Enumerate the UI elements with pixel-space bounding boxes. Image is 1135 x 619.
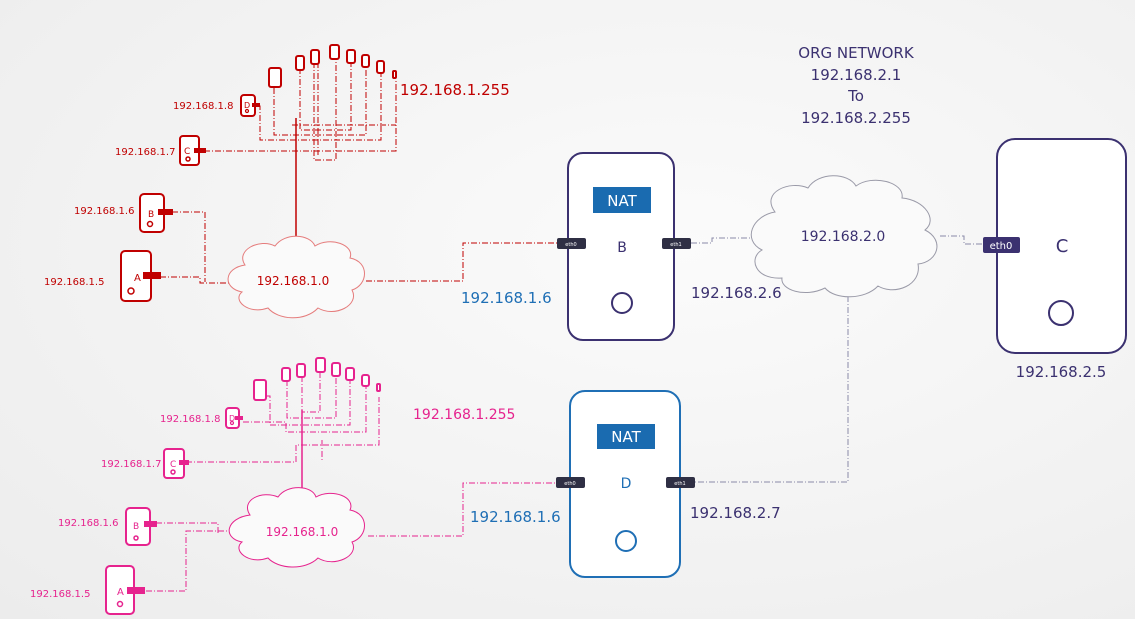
bottom-device-b-ip: 192.168.1.6 xyxy=(58,518,118,529)
router-b-eth1-label: eth1 xyxy=(670,242,681,248)
top-broadcast-ip: 192.168.1.255 xyxy=(400,81,510,99)
bottom-lan xyxy=(146,368,557,592)
bottom-broadcast-ip: 192.168.1.255 xyxy=(413,407,515,423)
top-device-c: C xyxy=(179,135,206,166)
router-d-nat-badge xyxy=(597,424,655,449)
wire-bot-a xyxy=(146,530,238,592)
wire-bot-g xyxy=(301,368,321,413)
wire-bot-f xyxy=(286,370,337,419)
org-wires xyxy=(691,235,985,483)
bottom-device-a-letter: A xyxy=(117,587,124,598)
wire-bot-d xyxy=(243,385,367,433)
server-c-indicator xyxy=(1048,300,1074,326)
bottom-device-c: C xyxy=(163,448,189,479)
cloud-top-lan xyxy=(227,235,365,319)
top-device-a-letter: A xyxy=(134,273,141,284)
router-b-nat-label: NAT xyxy=(607,192,637,210)
top-device-b-ip: 192.168.1.6 xyxy=(74,206,134,217)
router-d-lan-ip: 192.168.1.6 xyxy=(470,508,561,526)
router-b-indicator xyxy=(611,292,633,314)
org-network-title: ORG NETWORK xyxy=(798,44,915,62)
router-b-eth1-port xyxy=(662,238,691,249)
bottom-device-c-letter: C xyxy=(170,460,176,470)
top-device-a: A xyxy=(120,250,161,302)
wire-org-c xyxy=(940,235,985,245)
top-device-d: D xyxy=(240,94,260,117)
wire-bot-b xyxy=(156,522,219,535)
bottom-device-b: B xyxy=(125,507,157,546)
bottom-device-a: A xyxy=(105,565,145,615)
router-d-wan-ip: 192.168.2.7 xyxy=(690,504,781,522)
wire-bot-e xyxy=(266,377,351,426)
top-lan xyxy=(160,57,559,284)
wire-org-d xyxy=(695,296,849,483)
cloud-bottom-lan xyxy=(228,487,365,568)
top-device-b: B xyxy=(139,193,173,233)
server-c-ip: 192.168.2.5 xyxy=(1016,363,1107,381)
bottom-device-d-ip: 192.168.1.8 xyxy=(160,414,220,425)
wire-top-a xyxy=(160,276,232,284)
router-d-eth1-label: eth1 xyxy=(674,481,685,487)
bottom-device-a-ip: 192.168.1.5 xyxy=(30,589,90,600)
server-c-eth0-label: eth0 xyxy=(990,241,1013,252)
top-phone-arc xyxy=(268,44,397,88)
wire-bot-c xyxy=(186,397,380,463)
top-device-d-ip: 192.168.1.8 xyxy=(173,101,233,112)
cloud-top-lan-label: 192.168.1.0 xyxy=(257,274,330,288)
wire-bot-cloud-nat xyxy=(368,482,557,537)
org-network-range-end: 192.168.2.255 xyxy=(801,109,911,127)
router-b-eth0-port xyxy=(557,238,586,249)
top-device-c-ip: 192.168.1.7 xyxy=(115,147,175,158)
server-c-letter: C xyxy=(1056,236,1069,257)
router-d-eth0-port xyxy=(556,477,585,488)
wire-b-org xyxy=(691,237,756,244)
wire-top-cloud-nat xyxy=(366,242,559,282)
wire-top-f xyxy=(299,61,352,131)
router-b-lan-ip: 192.168.1.6 xyxy=(461,289,552,307)
server-c-eth0-port xyxy=(983,237,1020,253)
bottom-device-b-letter: B xyxy=(133,522,139,532)
wire-top-c xyxy=(204,80,397,152)
wire-top-g xyxy=(313,57,337,161)
wire-top-b xyxy=(172,211,206,282)
router-d-eth1-port xyxy=(666,477,695,488)
top-device-b-letter: B xyxy=(148,210,154,220)
router-d-nat-label: NAT xyxy=(611,428,641,446)
top-device-c-letter: C xyxy=(184,147,190,157)
router-b-nat-badge xyxy=(593,187,651,213)
wire-top-e xyxy=(273,67,367,136)
bottom-device-c-ip: 192.168.1.7 xyxy=(101,459,161,470)
router-d-eth0-label: eth0 xyxy=(564,481,575,487)
top-device-a-ip: 192.168.1.5 xyxy=(44,277,104,288)
cloud-org xyxy=(750,175,938,298)
bottom-device-d-letter: D xyxy=(229,414,235,423)
top-device-d-letter: D xyxy=(244,101,250,110)
bottom-device-d: D xyxy=(225,407,243,429)
org-network-range-start: 192.168.2.1 xyxy=(811,66,902,84)
router-d-indicator xyxy=(615,530,637,552)
org-network-range-to: To xyxy=(847,87,864,105)
cloud-org-label: 192.168.2.0 xyxy=(801,229,886,245)
router-b-eth0-label: eth0 xyxy=(565,242,576,248)
bottom-phone-arc xyxy=(253,357,381,401)
cloud-bottom-lan-label: 192.168.1.0 xyxy=(266,525,339,539)
router-b-letter: B xyxy=(617,240,627,256)
router-d-letter: D xyxy=(621,476,632,492)
router-b-wan-ip: 192.168.2.6 xyxy=(691,284,782,302)
